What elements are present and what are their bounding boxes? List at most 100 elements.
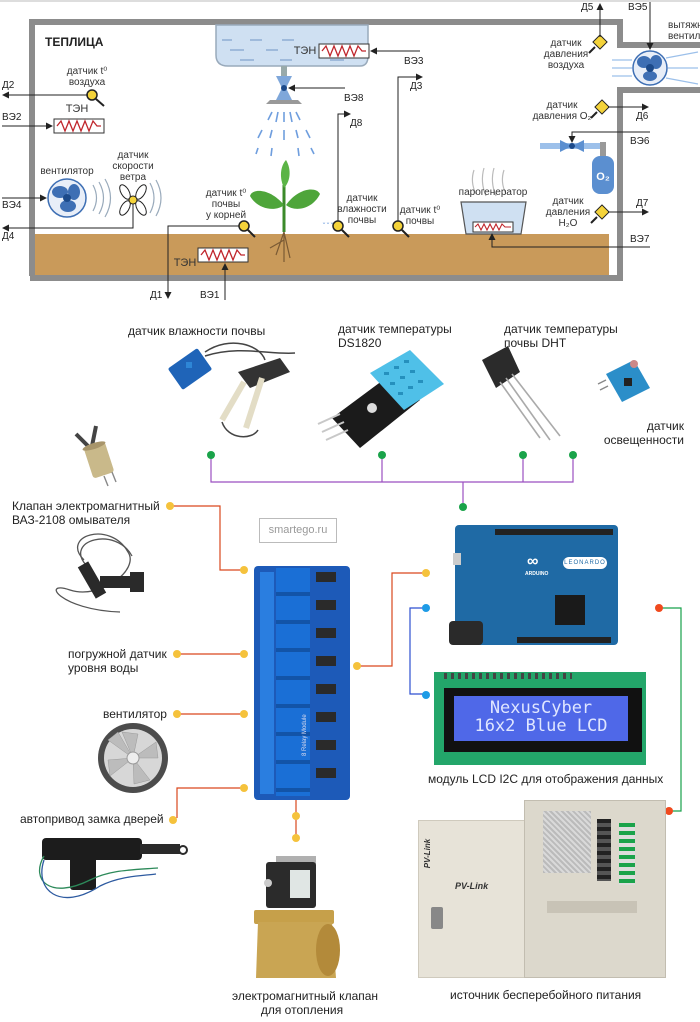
root-temp-sensor-label: датчик t⁰ почвы у корней bbox=[205, 188, 247, 221]
door-lock-actuator-image bbox=[39, 838, 188, 899]
water-pressure-sensor-label: датчик давления H₂O bbox=[545, 196, 591, 229]
lcd-line-1: NexusCyber bbox=[489, 698, 593, 718]
code-d8: Д8 bbox=[350, 118, 363, 129]
wind-sensor-label: датчик скорости ветра bbox=[112, 150, 154, 183]
arduino-logo-icon: ∞ bbox=[527, 553, 539, 570]
o2-pressure-sensor-label: датчик давления O₂ bbox=[532, 100, 592, 122]
ds1820-sensor-caption: датчик температуры DS1820 bbox=[338, 322, 452, 350]
plant bbox=[250, 160, 320, 262]
washer-valve-caption: Клапан электромагнитный ВАЗ-2108 омывате… bbox=[12, 499, 160, 527]
psu-module bbox=[543, 811, 591, 873]
code-d4: Д4 bbox=[2, 231, 15, 242]
washer-valve-image bbox=[74, 425, 117, 487]
greenhouse-title: ТЕПЛИЦА bbox=[45, 35, 104, 49]
float-sensor-caption: погружной датчик уровня воды bbox=[68, 647, 167, 675]
greenhouse-graphic: ˇˇˇ bbox=[0, 0, 700, 300]
light-sensor-image bbox=[597, 360, 650, 402]
actuator-dot-1b bbox=[240, 566, 248, 574]
code-d5: Д5 bbox=[581, 2, 594, 13]
air-temp-sensor-label: датчик t⁰ воздуха bbox=[66, 66, 108, 88]
soil bbox=[34, 234, 609, 276]
power-supply-open-cabinet bbox=[524, 800, 666, 978]
heating-valve-dot bbox=[292, 834, 300, 842]
code-d1: Д1 bbox=[150, 290, 163, 301]
actuator-dot-3b bbox=[240, 710, 248, 718]
fan-image bbox=[98, 723, 168, 793]
o2-tank-label: O₂ bbox=[596, 171, 610, 183]
soil-temp-sensor-label: датчик t⁰ почвы bbox=[399, 205, 441, 227]
lcd-screen: NexusCyber 16x2 Blue LCD bbox=[454, 696, 628, 741]
power-supply-brand: PV-Link bbox=[455, 881, 489, 891]
relay-control-dot bbox=[353, 662, 361, 670]
actuator-dot-1a bbox=[166, 502, 174, 510]
steam-generator-label: парогенератор bbox=[458, 187, 528, 198]
power-jack bbox=[449, 621, 483, 645]
code-ve2: ВЭ2 bbox=[2, 112, 22, 123]
power-supply-caption: источник бесперебойного питания bbox=[450, 988, 642, 1002]
sensor-dot-1 bbox=[207, 451, 215, 459]
actuator-dot-4b bbox=[240, 784, 248, 792]
code-ve6: ВЭ6 bbox=[630, 136, 650, 147]
relay-bottom-dot bbox=[292, 812, 300, 820]
heating-valve-image bbox=[254, 856, 340, 978]
light-sensor-caption: датчик освещенности bbox=[603, 419, 684, 447]
dht-sensor-caption: датчик температуры почвы DHT bbox=[504, 322, 618, 350]
code-d3: Д3 bbox=[410, 81, 423, 92]
code-ve7: ВЭ7 bbox=[630, 234, 650, 245]
wind-sensor-icon bbox=[119, 184, 147, 216]
heater-label-tank: ТЭН bbox=[293, 45, 317, 57]
arduino-brand: ARDUINO bbox=[525, 571, 549, 577]
air-pressure-sensor-label: датчик давления воздуха bbox=[543, 38, 589, 71]
soil-moisture-sensor-image bbox=[168, 342, 296, 438]
relay-module-label: 8 Relay Module bbox=[302, 714, 308, 756]
watermark: smartego.ru bbox=[259, 518, 337, 543]
terminal-block bbox=[597, 819, 611, 881]
controller-dot-top bbox=[459, 503, 467, 511]
code-ve8: ВЭ8 bbox=[344, 93, 364, 104]
lcd-module: NexusCyber 16x2 Blue LCD bbox=[434, 672, 646, 765]
greenhouse-diagram: ˇˇˇ ТЕПЛИЦА датчик t⁰ воздуха ТЭН вентил… bbox=[0, 0, 700, 305]
power-supply-box: PV-Link PV-Link bbox=[418, 820, 526, 978]
usb-port bbox=[453, 553, 461, 565]
code-ve3: ВЭ3 bbox=[404, 56, 424, 67]
power-supply-dot bbox=[665, 807, 673, 815]
code-d7: Д7 bbox=[636, 198, 649, 209]
actuator-dot-2b bbox=[240, 650, 248, 658]
relay-module: 8 Relay Module bbox=[254, 566, 350, 800]
soil-moisture-sensor-label: датчик влажности почвы bbox=[337, 193, 387, 226]
heater-label-left: ТЭН bbox=[65, 103, 89, 115]
actuator-dot-2a bbox=[173, 650, 181, 658]
heating-valve-caption: электромагнитный клапан для отопления bbox=[232, 989, 379, 1017]
code-ve5: ВЭ5 bbox=[628, 2, 648, 13]
door-lock-caption: автопривод замка дверей bbox=[20, 812, 164, 826]
lcd-line-2: 16x2 Blue LCD bbox=[474, 716, 608, 736]
exhaust-fan-label: вытяжной вентилятор bbox=[668, 20, 700, 42]
heater-label-bottom: ТЭН bbox=[173, 257, 197, 269]
lcd-dot bbox=[422, 691, 430, 699]
actuator-dot-4a bbox=[169, 816, 177, 824]
mcu-chip bbox=[555, 595, 585, 625]
soil-moisture-sensor-caption: датчик влажности почвы bbox=[128, 324, 266, 338]
sensor-bus-wires bbox=[210, 455, 574, 505]
o2-tank bbox=[592, 156, 614, 194]
controller-power-dot bbox=[655, 604, 663, 612]
code-ve1: ВЭ1 bbox=[200, 290, 220, 301]
arduino-model-badge: LEONARDO bbox=[563, 557, 607, 569]
actuator-dot-3a bbox=[173, 710, 181, 718]
code-ve4: ВЭ4 bbox=[2, 200, 22, 211]
code-d6: Д6 bbox=[636, 111, 649, 122]
sensor-dot-2 bbox=[378, 451, 386, 459]
power-wire bbox=[658, 607, 682, 812]
code-d2: Д2 bbox=[2, 80, 15, 91]
svg-text:ˇˇˇ: ˇˇˇ bbox=[322, 221, 334, 231]
controller-lcd-dot bbox=[422, 604, 430, 612]
sensor-dot-4 bbox=[569, 451, 577, 459]
dht-sensor-image bbox=[482, 346, 561, 441]
lcd-wire bbox=[409, 607, 426, 695]
fan-caption: вентилятор bbox=[103, 707, 167, 721]
water-spray bbox=[255, 111, 315, 157]
relay-blocks bbox=[276, 568, 310, 796]
sensor-dot-3 bbox=[519, 451, 527, 459]
float-sensor-image bbox=[55, 533, 144, 613]
